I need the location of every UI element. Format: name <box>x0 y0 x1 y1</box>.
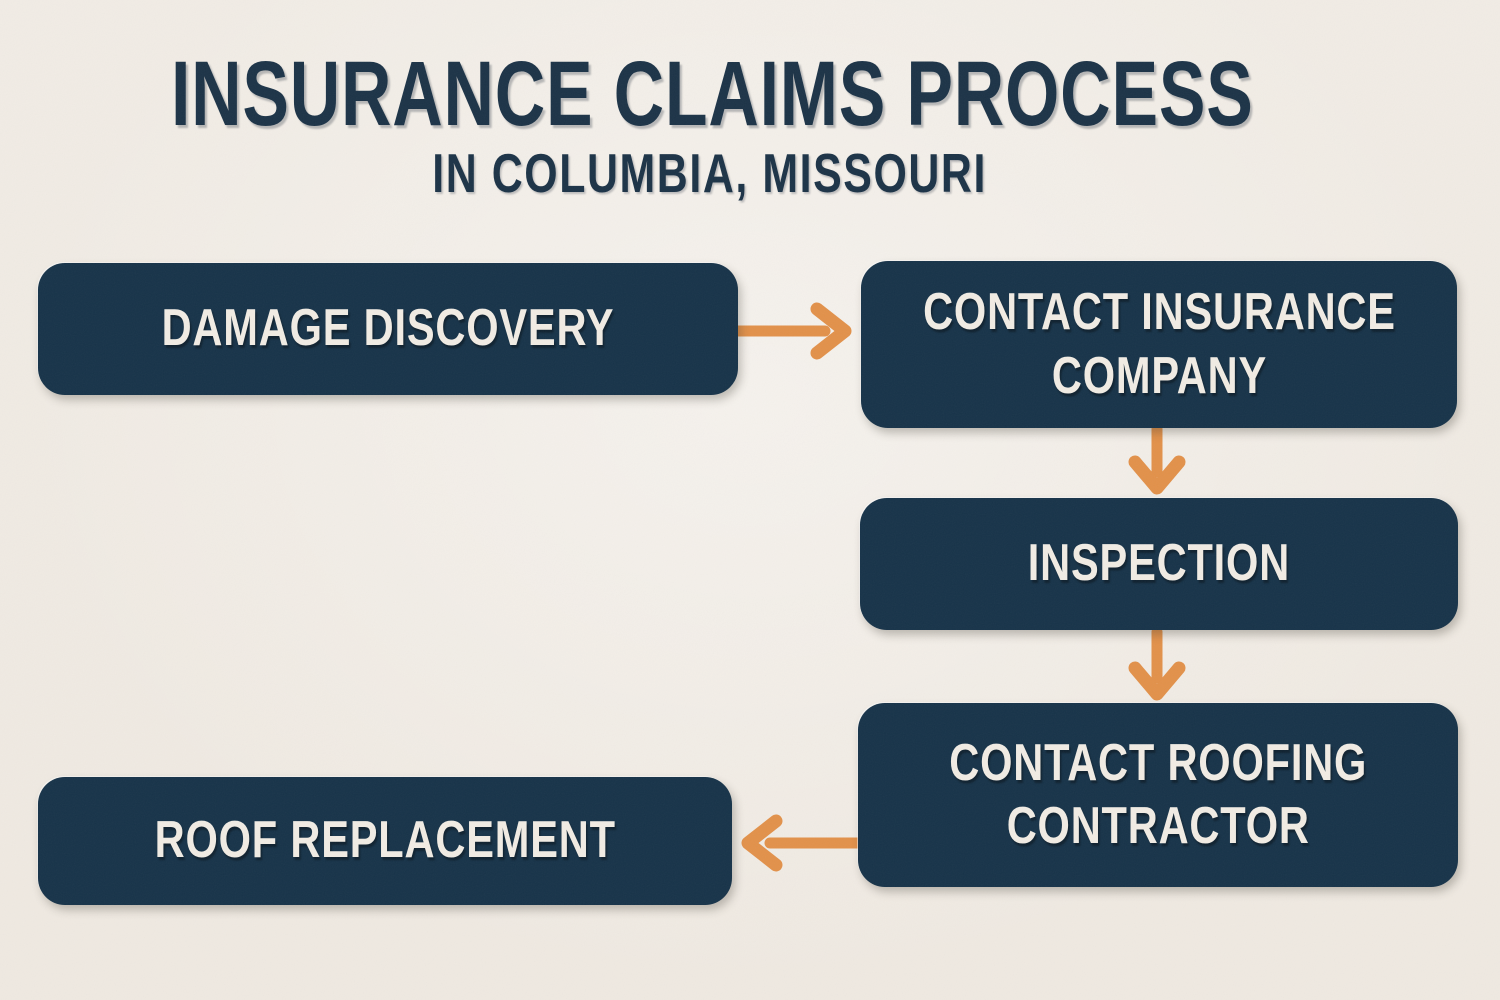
flow-node-label: CONTACT ROOFING CONTRACTOR <box>949 733 1367 855</box>
flow-node-label: CONTACT INSURANCE COMPANY <box>922 283 1396 405</box>
flow-node-contact-roofing-contractor: CONTACT ROOFING CONTRACTOR <box>858 703 1458 887</box>
flow-node-roof-replacement: ROOF REPLACEMENT <box>38 777 732 905</box>
header: INSURANCE CLAIMS PROCESS IN COLUMBIA, MI… <box>0 48 1420 201</box>
flow-node-contact-insurance-company: CONTACT INSURANCE COMPANY <box>861 261 1457 428</box>
flow-node-label: DAMAGE DISCOVERY <box>161 299 615 358</box>
flow-node-damage-discovery: DAMAGE DISCOVERY <box>38 263 738 395</box>
arrow-down-icon <box>1122 424 1192 498</box>
arrow-down-icon <box>1122 626 1192 704</box>
flow-node-inspection: INSPECTION <box>860 498 1458 630</box>
page-title: INSURANCE CLAIMS PROCESS <box>170 43 1254 145</box>
arrow-left-icon <box>736 808 864 878</box>
flow-node-label: INSPECTION <box>1027 534 1291 593</box>
page-subtitle: IN COLUMBIA, MISSOURI <box>432 142 988 204</box>
flow-node-label: ROOF REPLACEMENT <box>154 811 616 870</box>
arrow-right-icon <box>733 299 857 363</box>
